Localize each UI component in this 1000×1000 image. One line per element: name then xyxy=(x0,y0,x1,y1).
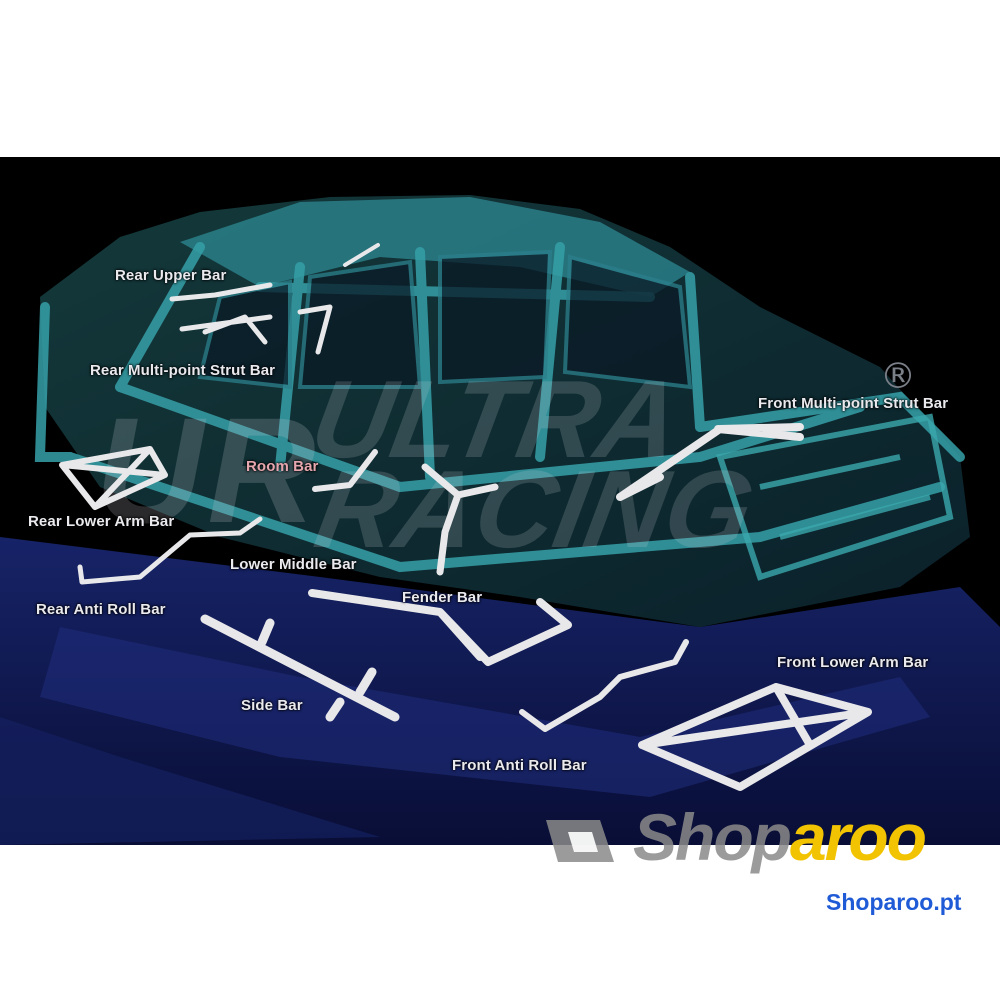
rear-anti-roll-bar-shape xyxy=(77,516,263,585)
lower-middle-bar-shape xyxy=(308,589,572,666)
label-side-bar: Side Bar xyxy=(241,697,303,714)
label-rear-upper-bar: Rear Upper Bar xyxy=(115,267,227,284)
svg-text:RACING: RACING xyxy=(307,449,762,571)
watermark-aroo: aroo xyxy=(789,800,927,874)
label-front-lower-arm-bar: Front Lower Arm Bar xyxy=(777,654,929,671)
rear-multi-point-strut-shape xyxy=(179,304,333,355)
label-front-anti-roll-bar: Front Anti Roll Bar xyxy=(452,757,587,774)
site-name: Shoparoo.pt xyxy=(826,889,962,915)
shoparoo-watermark: Shoparoo xyxy=(633,804,927,870)
rear-upper-bar-shape xyxy=(169,282,273,302)
bar-parts xyxy=(59,243,872,791)
label-rear-lower-arm-bar: Rear Lower Arm Bar xyxy=(28,513,175,530)
watermark-shop: Shop xyxy=(633,800,792,874)
shoparoo-logo-icon xyxy=(546,820,614,862)
front-anti-roll-bar-shape xyxy=(519,639,689,732)
ultra-racing-watermark-logo: UR ULTRA RACING xyxy=(95,359,762,571)
floor-reflection xyxy=(0,537,1000,845)
registered-trademark-mark: ® xyxy=(880,356,916,397)
rear-lower-arm-bar-shape xyxy=(59,446,168,510)
label-rear-multi-point-strut-bar: Rear Multi-point Strut Bar xyxy=(90,362,276,379)
label-room-bar: Room Bar xyxy=(246,458,319,475)
front-lower-arm-bar-shape xyxy=(638,683,872,791)
label-rear-anti-roll-bar: Rear Anti Roll Bar xyxy=(36,601,166,618)
room-bar-shape xyxy=(312,449,378,492)
fender-bar-shape xyxy=(421,463,499,576)
side-bar-shape xyxy=(200,614,400,722)
label-lower-middle-bar: Lower Middle Bar xyxy=(230,556,357,573)
label-fender-bar: Fender Bar xyxy=(402,589,483,606)
label-front-multi-point-strut-bar: Front Multi-point Strut Bar xyxy=(758,395,949,412)
chassis-diagram: UR ULTRA RACING xyxy=(0,157,1000,845)
chassis-illustration: UR ULTRA RACING xyxy=(0,195,1000,845)
front-multi-point-strut-shape xyxy=(616,423,804,501)
